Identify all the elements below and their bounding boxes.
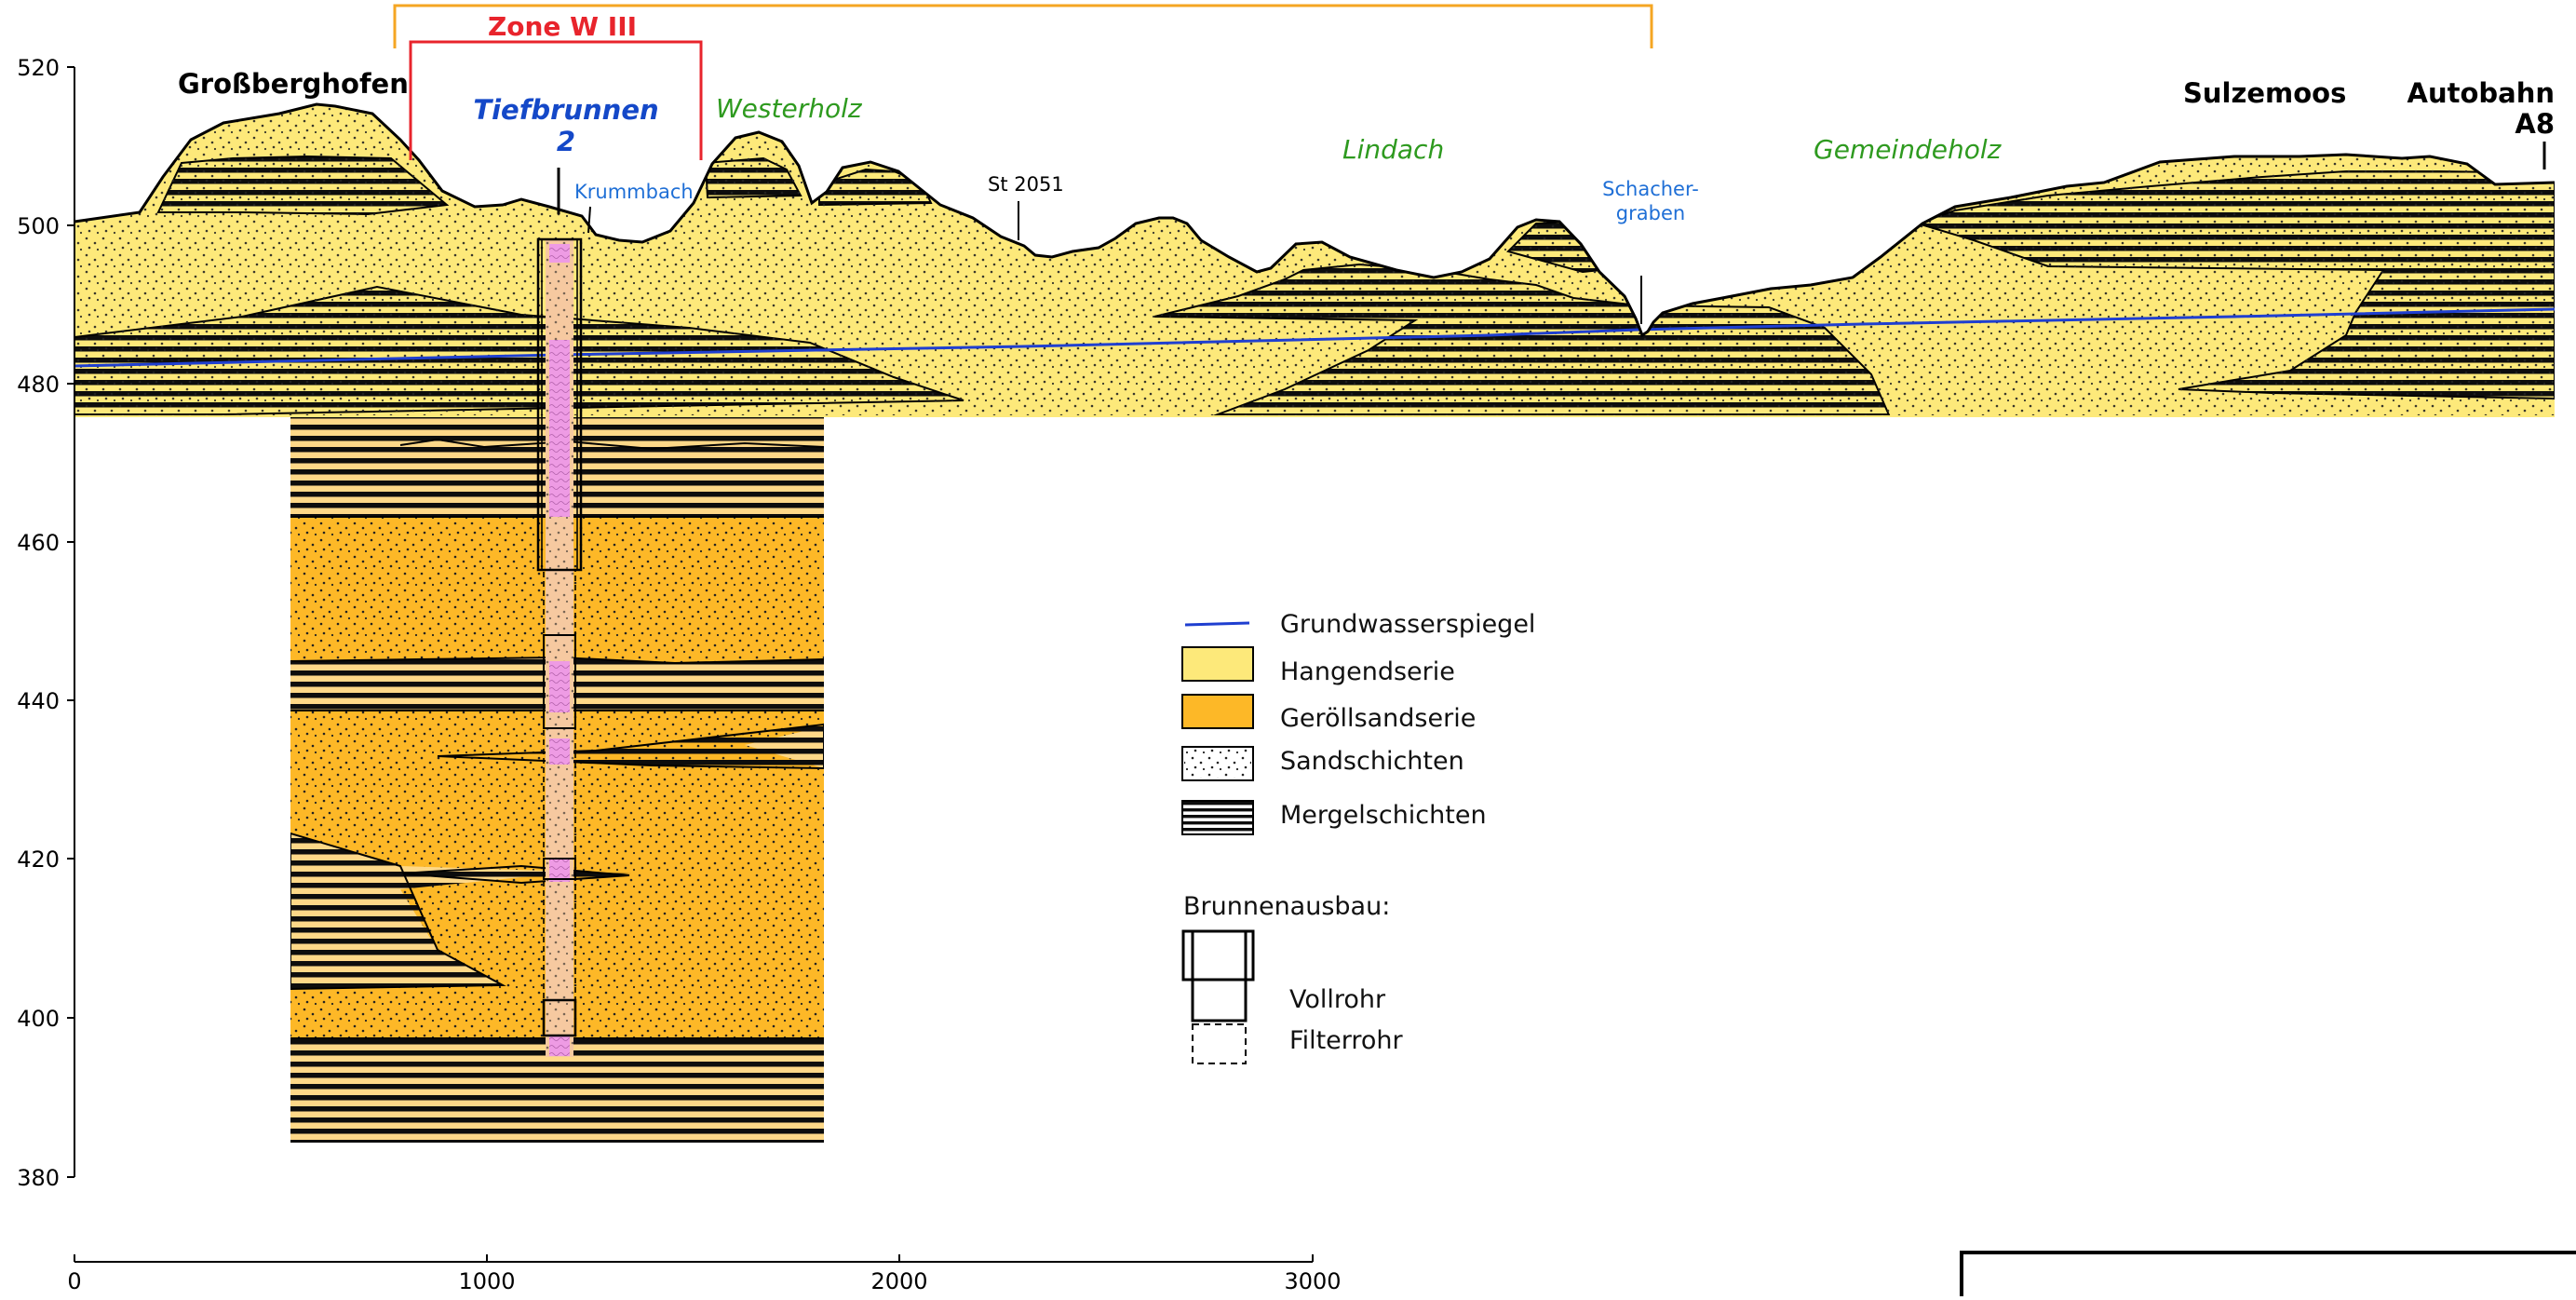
legend-groundwater-swatch — [1184, 621, 1250, 627]
x-axis: 0 1000 2000 3000 — [67, 1254, 1342, 1294]
x-tick-1000: 1000 — [458, 1268, 515, 1294]
well-marl-seg-4 — [549, 738, 570, 765]
legend-vollrohr-swatch — [1191, 929, 1248, 1022]
place-autobahn-line1: Autobahn — [2407, 77, 2556, 109]
zone-bracket-red — [409, 40, 703, 160]
legend-mergel-label: Mergelschichten — [1280, 801, 1487, 830]
well-vollrohr — [541, 238, 578, 571]
y-tick-420: 420 — [17, 846, 60, 873]
place-schacher-line1: Schacher- — [1602, 178, 1699, 200]
x-tick-2000: 2000 — [870, 1268, 927, 1294]
legend-filterrohr-swatch — [1192, 1023, 1247, 1064]
x-tick-0: 0 — [67, 1268, 81, 1294]
well-label-line1: Tiefbrunnen — [473, 94, 658, 126]
place-sulzemoos: Sulzemoos — [2183, 77, 2346, 109]
place-schacher-line2: graben — [1616, 202, 1685, 224]
y-tick-400: 400 — [17, 1006, 60, 1032]
well-marl-seg-6 — [549, 1036, 570, 1056]
y-tick-520: 520 — [17, 55, 60, 81]
legend-vollrohr-label: Vollrohr — [1289, 985, 1386, 1014]
place-st2051: St 2051 — [988, 173, 1064, 196]
zone-label: Zone W III — [488, 11, 637, 42]
well-vollrohr-2 — [543, 634, 576, 729]
place-lindach: Lindach — [1342, 134, 1444, 165]
well-vollrohr-3 — [543, 858, 576, 880]
corner-frame — [1960, 1251, 2576, 1296]
y-tick-480: 480 — [17, 372, 60, 398]
well-vollrohr-4 — [542, 998, 577, 1037]
well-marl-seg-2 — [549, 340, 570, 517]
place-gemeindeholz: Gemeindeholz — [1814, 134, 2003, 165]
groundwater-line — [74, 307, 2555, 368]
y-tick-460: 460 — [17, 530, 60, 556]
legend-groundwater-label: Grundwasserspiegel — [1280, 610, 1535, 639]
y-axis: 520 500 480 460 440 420 400 380 — [17, 55, 75, 1191]
legend-geroell-swatch — [1181, 694, 1254, 729]
y-tick-500: 500 — [17, 213, 60, 239]
sky-mask — [74, 56, 2555, 335]
zone-bracket-orange — [393, 4, 1653, 48]
legend-geroell-label: Geröllsandserie — [1280, 704, 1476, 733]
well-column — [536, 168, 583, 1057]
legend-ausbau-title: Brunnenausbau: — [1183, 892, 1390, 921]
y-tick-440: 440 — [17, 688, 60, 714]
place-autobahn-line2: A8 — [2515, 108, 2555, 140]
terrain-surface — [74, 102, 2556, 338]
place-westerholz: Westerholz — [716, 93, 863, 124]
legend-filterrohr-label: Filterrohr — [1289, 1026, 1404, 1055]
y-tick-380: 380 — [17, 1165, 60, 1191]
legend-hangend-swatch — [1181, 646, 1254, 682]
marl-lens-3 — [290, 832, 506, 991]
x-tick-3000: 3000 — [1284, 1268, 1341, 1294]
legend-hangend-label: Hangendserie — [1280, 657, 1455, 686]
place-krummbach: Krummbach — [574, 181, 694, 203]
well-marl-seg-1 — [549, 244, 570, 263]
legend-mergel-swatch — [1181, 800, 1254, 835]
well-marl-seg-5 — [549, 860, 570, 882]
well-marl-seg-3 — [549, 661, 570, 712]
well-label-line2: 2 — [557, 126, 575, 157]
legend: Grundwasserspiegel Hangendserie Geröllsa… — [1181, 610, 1535, 1064]
place-grossberghofen: Großberghofen — [178, 68, 409, 100]
legend-sand-label: Sandschichten — [1280, 747, 1464, 776]
